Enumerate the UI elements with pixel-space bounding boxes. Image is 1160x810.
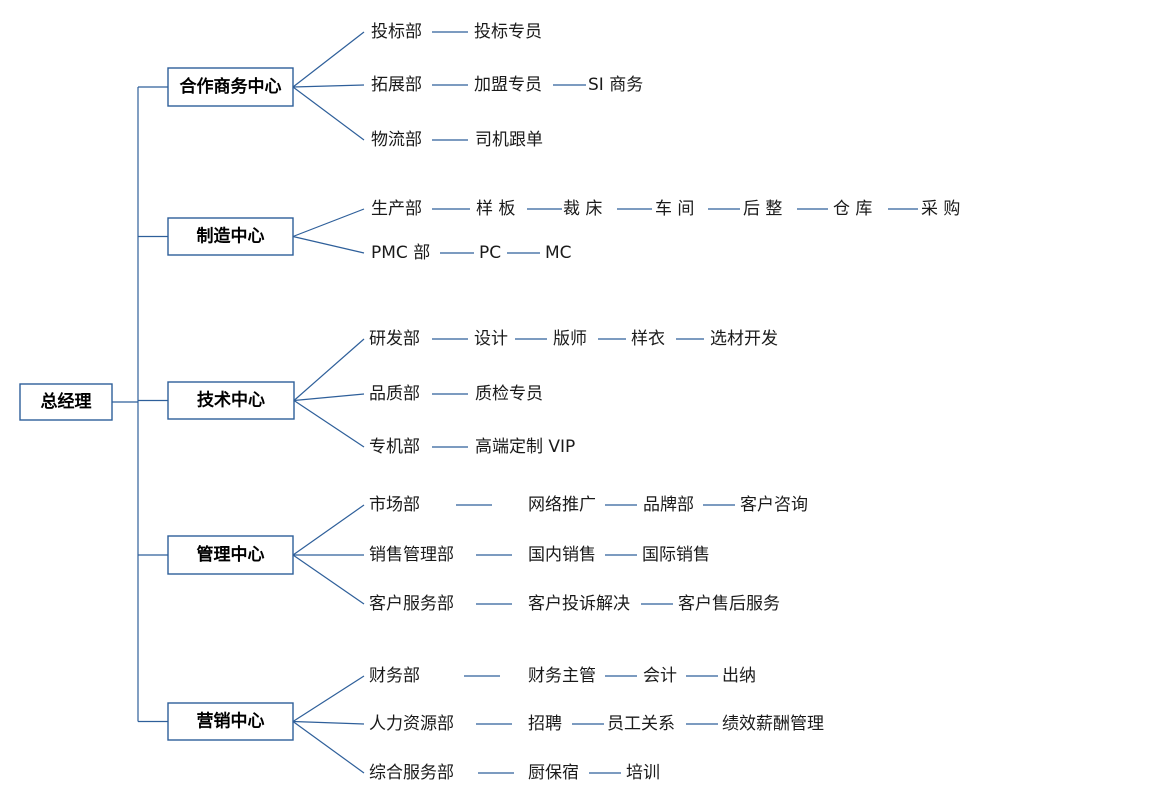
center-label: 营销中心: [197, 711, 265, 732]
role-label: 车 间: [655, 199, 694, 219]
center-box: [167, 67, 294, 107]
department-connector: [292, 86, 365, 141]
role-label: 采 购: [921, 199, 960, 219]
department-label: 生产部: [371, 199, 422, 219]
role-label: 品牌部: [643, 495, 694, 515]
role-label: 国内销售: [528, 545, 596, 565]
role-label: 网络推广: [528, 495, 596, 515]
role-label: 样 板: [476, 199, 515, 219]
department-connector: [292, 235, 365, 254]
department-label: 专机部: [369, 437, 420, 457]
department-label: 拓展部: [371, 75, 422, 95]
department-label: 投标部: [371, 22, 422, 42]
department-connector: [292, 84, 365, 88]
center-label: 制造中心: [197, 226, 265, 247]
role-label: 厨保宿: [528, 763, 579, 783]
department-connector: [292, 504, 365, 556]
department-connector: [293, 393, 365, 402]
role-label: 绩效薪酬管理: [722, 714, 824, 734]
role-label: 培训: [626, 763, 660, 783]
department-connector: [292, 208, 365, 238]
department-label: PMC 部: [371, 243, 430, 263]
role-label: 设计: [474, 329, 508, 349]
department-connector: [292, 31, 365, 88]
role-label: 客户售后服务: [678, 594, 780, 614]
role-label: 司机跟单: [475, 130, 543, 150]
role-label: 出纳: [722, 666, 756, 686]
department-label: 研发部: [369, 329, 420, 349]
center-label: 合作商务中心: [180, 76, 282, 97]
role-label: SI 商务: [588, 75, 643, 95]
role-label: 仓 库: [833, 199, 872, 219]
department-label: 人力资源部: [369, 714, 454, 734]
role-label: 员工关系: [607, 714, 675, 734]
department-label: 品质部: [369, 384, 420, 404]
department-label: 客户服务部: [369, 594, 454, 614]
role-label: 投标专员: [474, 22, 542, 42]
department-connector: [292, 720, 365, 725]
center-label: 管理中心: [197, 544, 265, 565]
role-label: 招聘: [528, 714, 562, 734]
role-label: 质检专员: [475, 384, 543, 404]
role-label: PC: [479, 243, 501, 263]
center-label: 技术中心: [197, 390, 265, 411]
department-connector: [292, 554, 365, 605]
department-label: 财务部: [369, 666, 420, 686]
department-label: 销售管理部: [369, 545, 454, 565]
role-label: 样衣: [631, 329, 665, 349]
role-label: 后 整: [743, 199, 782, 219]
role-label: 裁 床: [563, 199, 602, 219]
role-label: 版师: [553, 329, 587, 349]
role-label: 客户咨询: [740, 495, 808, 515]
department-label: 物流部: [371, 130, 422, 150]
role-label: 加盟专员: [474, 75, 542, 95]
department-connector: [292, 675, 365, 723]
root-label: 总经理: [41, 391, 92, 412]
department-connector: [293, 400, 365, 448]
role-label: 财务主管: [528, 666, 596, 686]
role-label: 选材开发: [710, 329, 778, 349]
root-box: [19, 383, 113, 421]
role-label: 客户投诉解决: [528, 594, 630, 614]
department-label: 综合服务部: [369, 763, 454, 783]
role-label: 会计: [643, 666, 677, 686]
department-connector: [293, 338, 365, 401]
role-label: 国际销售: [642, 545, 710, 565]
role-label: MC: [545, 243, 572, 263]
department-connector: [292, 721, 365, 774]
role-label: 高端定制 VIP: [475, 437, 575, 457]
department-label: 市场部: [369, 495, 420, 515]
